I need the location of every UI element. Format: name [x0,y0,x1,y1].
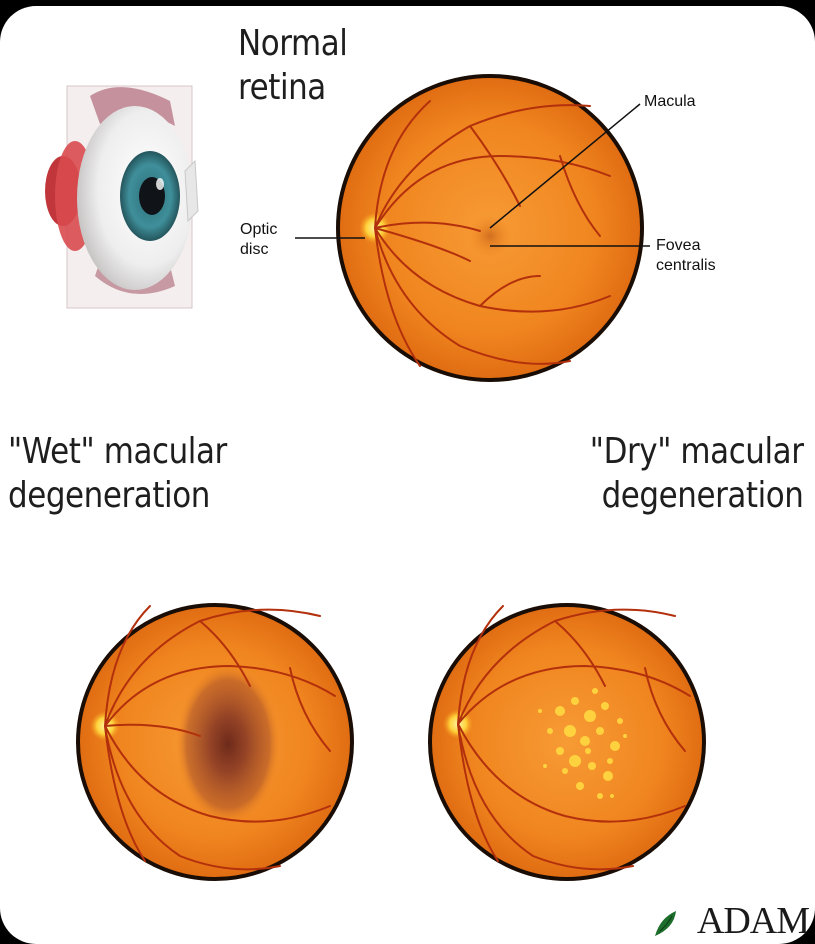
macula-label: Macula [644,92,696,112]
figure-panel: Normal retina "Wet" macular degeneration… [0,6,815,944]
optic-disc-label: Optic disc [240,220,277,260]
wet-retina [78,605,352,879]
adam-logo: ADAM [697,902,809,940]
adam-logo-text: ADAM [697,902,809,940]
wet-amd-title: "Wet" macular degeneration [8,430,227,518]
normal-retina [295,76,650,380]
fovea-centralis-label: Fovea centralis [656,236,716,276]
adam-leaf-icon [655,911,676,936]
dry-retina [430,605,704,879]
eyeball-illustration [45,86,198,308]
dry-amd-title: "Dry" macular degeneration [589,430,803,518]
normal-retina-title: Normal retina [238,22,347,110]
